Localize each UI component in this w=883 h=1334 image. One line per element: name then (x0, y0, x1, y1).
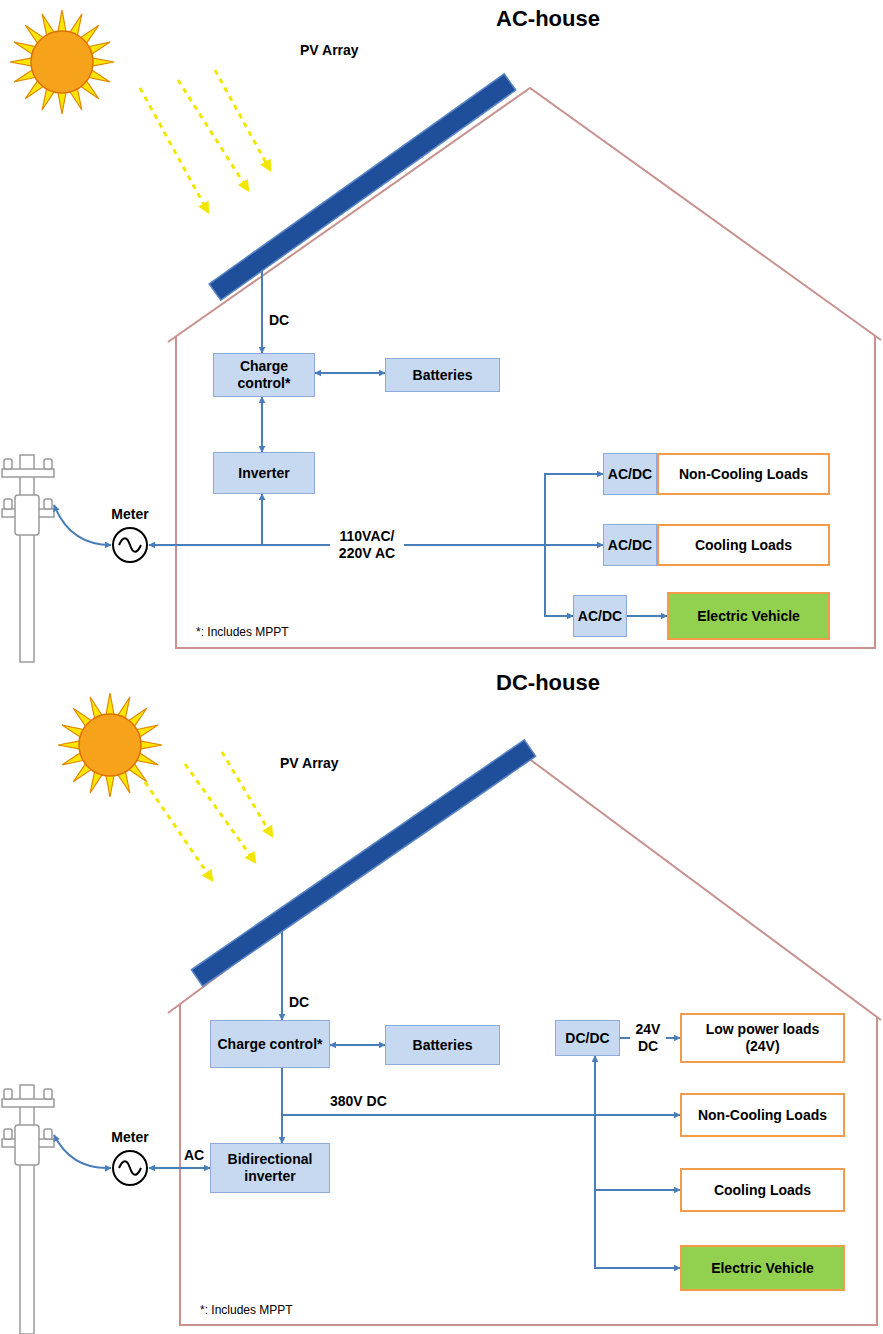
meter-dial (111, 1149, 149, 1187)
power-connector (149, 1167, 210, 1169)
device-box: Charge control* (210, 1020, 330, 1068)
power-connector (261, 397, 263, 452)
connector-label: AC (183, 1147, 205, 1164)
utility-pole (2, 1085, 54, 1334)
load-box: Low power loads (24V) (680, 1013, 845, 1063)
load-box: Cooling Loads (657, 524, 830, 566)
bus-voltage: 380V DC (330, 1093, 387, 1110)
device-box: Batteries (385, 1025, 500, 1065)
device-box: Bidirectional inverter (210, 1143, 330, 1193)
pv-array: PV Array (200, 30, 522, 305)
load-box: Cooling Loads (680, 1168, 845, 1212)
footnote: *: Includes MPPT (200, 1302, 293, 1318)
node-label: Non-Cooling Loads (679, 466, 808, 483)
node-label: Charge control* (217, 1036, 322, 1053)
house-outline (168, 88, 881, 648)
node-label: PV Array (300, 42, 359, 59)
footnote: *: Includes MPPT (196, 624, 289, 640)
house-title: DC-house (496, 670, 600, 696)
power-connector (282, 1068, 680, 1268)
node-label: Low power loads (24V) (687, 1021, 838, 1055)
power-connector (282, 1068, 680, 1115)
node-label: Charge control* (219, 358, 309, 392)
house-outline (168, 752, 881, 1325)
device-box: Charge control* (213, 353, 315, 397)
power-connector (262, 494, 573, 616)
device-box: DC/DC (555, 1020, 620, 1056)
node-label: Meter (111, 506, 148, 523)
node-label: Cooling Loads (695, 537, 792, 554)
bus-voltage: 110VAC/ 220V AC (330, 528, 404, 562)
connector-label: 24V DC (630, 1021, 666, 1055)
device-box: AC/DC (573, 595, 627, 637)
solar-panel (200, 30, 522, 305)
node-label: PV Array (280, 755, 339, 772)
power-connector (261, 305, 263, 353)
service-drop-arrow (54, 505, 111, 545)
power-connector (330, 1044, 385, 1046)
node-label: Electric Vehicle (711, 1260, 814, 1277)
node-label: DC/DC (565, 1030, 609, 1047)
load-box: Non-Cooling Loads (680, 1093, 845, 1137)
node-label: Inverter (238, 465, 289, 482)
power-connector (281, 990, 283, 1020)
meter-symbol: Meter (111, 1129, 149, 1187)
node-label: Non-Cooling Loads (698, 1107, 827, 1124)
node-label: AC/DC (578, 608, 622, 625)
device-box: Inverter (213, 452, 315, 494)
power-connector (262, 494, 603, 545)
node-label: Meter (111, 1129, 148, 1146)
sun-rays (140, 70, 270, 212)
node-label: Electric Vehicle (697, 608, 800, 625)
node-label: Cooling Loads (714, 1182, 811, 1199)
connector-label: DC (288, 994, 310, 1011)
node-label: AC/DC (608, 466, 652, 483)
service-drop-arrow (54, 1135, 111, 1168)
power-connector (282, 1068, 680, 1190)
connector-label: DC (268, 312, 290, 329)
vehicle-box: Electric Vehicle (667, 592, 830, 640)
pv-array: PV Array (185, 730, 540, 990)
node-label: Batteries (413, 367, 473, 384)
house-title: AC-house (496, 6, 600, 32)
power-connector (315, 372, 385, 374)
device-box: AC/DC (603, 453, 657, 495)
utility-pole (2, 455, 54, 662)
solar-panel (185, 730, 540, 990)
node-label: Batteries (413, 1037, 473, 1054)
power-connector (627, 615, 667, 617)
sun-rays (145, 752, 272, 880)
load-box: Non-Cooling Loads (657, 453, 830, 495)
vehicle-box: Electric Vehicle (680, 1245, 845, 1291)
sun-icon (10, 10, 114, 114)
device-box: Batteries (385, 358, 500, 392)
device-box: AC/DC (603, 524, 657, 566)
node-label: AC/DC (608, 537, 652, 554)
meter-dial (111, 526, 149, 564)
node-label: Bidirectional inverter (216, 1151, 324, 1185)
meter-symbol: Meter (111, 506, 149, 564)
power-connector (149, 494, 262, 545)
